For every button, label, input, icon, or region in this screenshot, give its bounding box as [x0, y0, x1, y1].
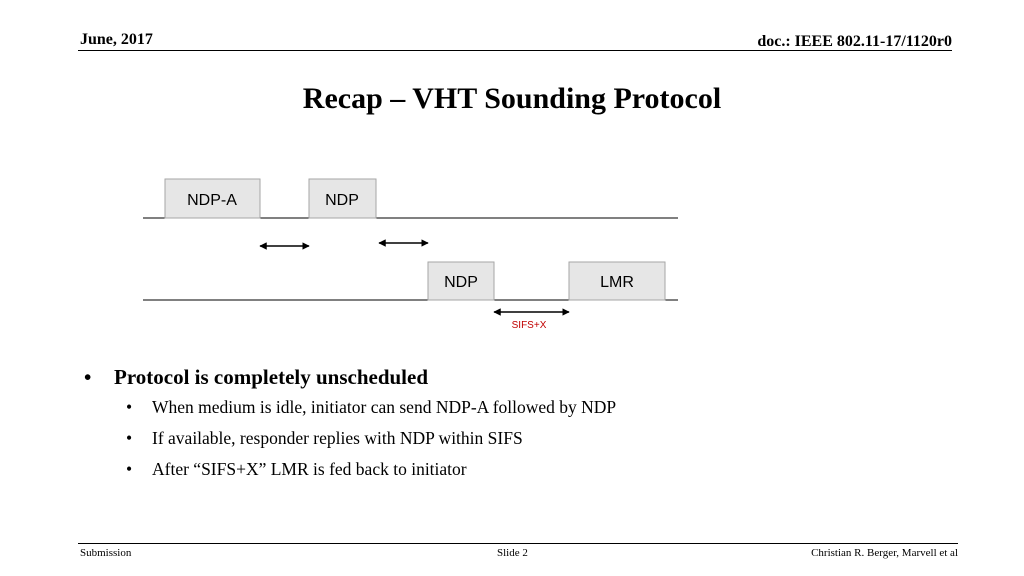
bullet-dot: •: [84, 365, 92, 389]
header-date: June, 2017: [80, 31, 153, 48]
lmr-label: LMR: [600, 274, 634, 291]
bullet-sub-2: • If available, responder replies with N…: [84, 423, 964, 454]
ndp-initiator-box: [308, 178, 377, 219]
bullet-list: • Protocol is completely unscheduled • W…: [84, 362, 964, 485]
bullet-sub-text: When medium is idle, initiator can send …: [152, 397, 617, 417]
ndp-a-box: [164, 178, 261, 219]
bullet-sub-text: If available, responder replies with NDP…: [152, 428, 523, 448]
bullet-dot: •: [126, 459, 133, 479]
footer-authors: Christian R. Berger, Marvell et al: [811, 547, 958, 559]
bullet-sub-text: After “SIFS+X” LMR is fed back to initia…: [152, 459, 467, 479]
footer-submission: Submission: [80, 547, 132, 559]
ndp-initiator-label: NDP: [325, 192, 359, 209]
bullet-sub-3: • After “SIFS+X” LMR is fed back to init…: [84, 454, 964, 485]
bullet-dot: •: [126, 397, 133, 417]
footer-slide-number: Slide 2: [497, 547, 528, 559]
ndp-responder-box: [427, 261, 495, 301]
header-doc-id: doc.: IEEE 802.11-17/1120r0: [757, 33, 952, 50]
footer-divider: [78, 543, 958, 544]
header-divider: [78, 50, 952, 51]
bullet-main: • Protocol is completely unscheduled: [84, 362, 964, 392]
sifs-label: SIFS+X: [512, 320, 547, 331]
ndp-a-label: NDP-A: [187, 192, 237, 209]
bullet-sub-1: • When medium is idle, initiator can sen…: [84, 392, 964, 423]
bullet-dot: •: [126, 428, 133, 448]
lmr-box: [568, 261, 666, 301]
bullet-main-text: Protocol is completely unscheduled: [114, 365, 429, 389]
ndp-responder-label: NDP: [444, 274, 478, 291]
slide-title: Recap – VHT Sounding Protocol: [302, 82, 722, 115]
